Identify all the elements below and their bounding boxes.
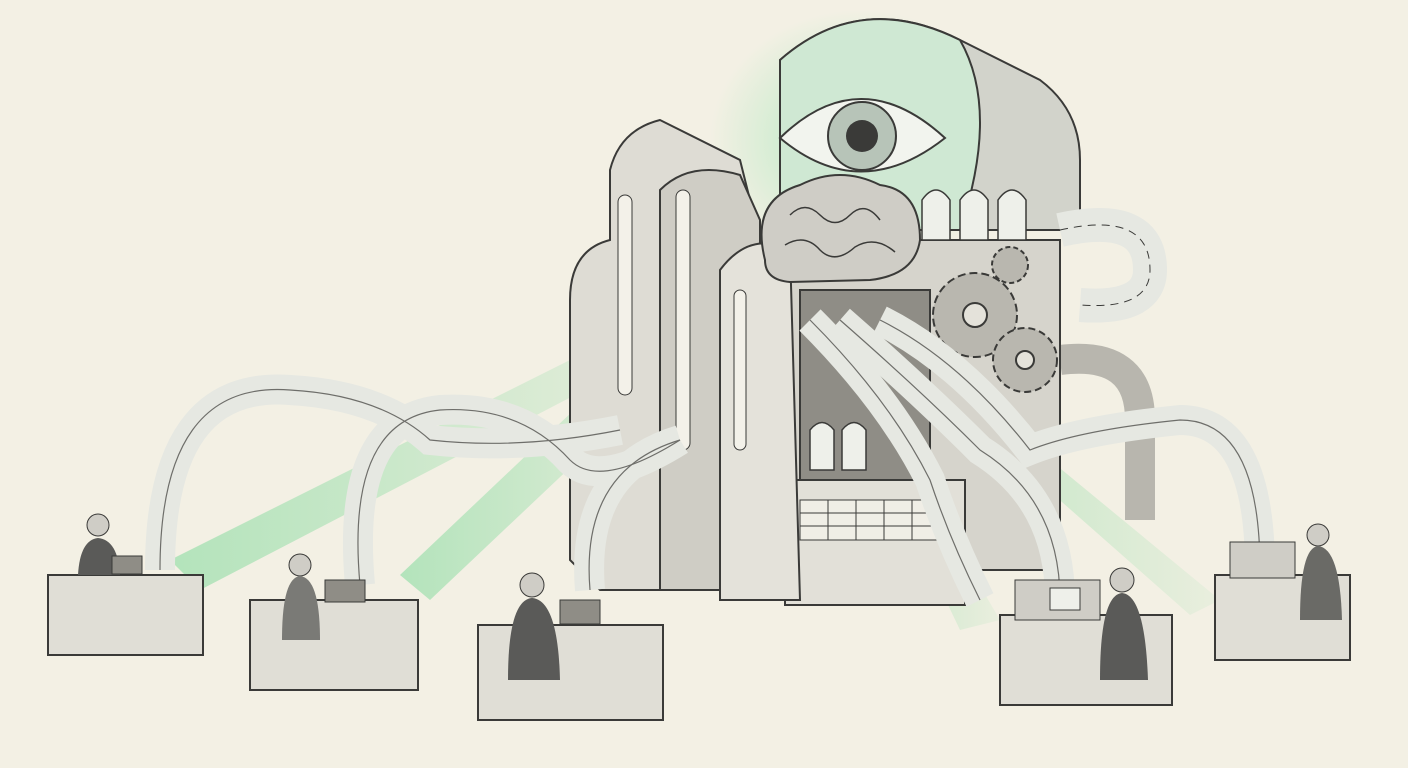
keyboard: [799, 499, 941, 541]
transport-tubes: [145, 306, 1275, 607]
gear-icon: [991, 246, 1029, 284]
gears: [932, 246, 1058, 393]
typewriter-icon: [111, 555, 143, 575]
workstation-terminal-1: [999, 567, 1173, 706]
workstation-typewriter-2: [249, 553, 419, 691]
computer-terminal-icon: [1229, 541, 1296, 579]
workstation-typewriter-1: [47, 513, 204, 656]
worker: [86, 513, 110, 537]
typewriter-icon: [559, 599, 601, 625]
vacuum-tube-icon: [841, 421, 867, 471]
typewriter-icon: [324, 579, 366, 603]
workstation-terminal-2: [1214, 523, 1351, 661]
brain-icon: [760, 174, 922, 284]
vacuum-tube-icon: [959, 189, 989, 241]
workstation-typewriter-3: [477, 572, 664, 721]
vacuum-tube-icon: [997, 189, 1027, 241]
vacuum-tubes: [809, 189, 1027, 471]
eye-icon: [778, 98, 947, 173]
vacuum-tube-icon: [921, 189, 951, 241]
vacuum-tube-icon: [809, 421, 835, 471]
